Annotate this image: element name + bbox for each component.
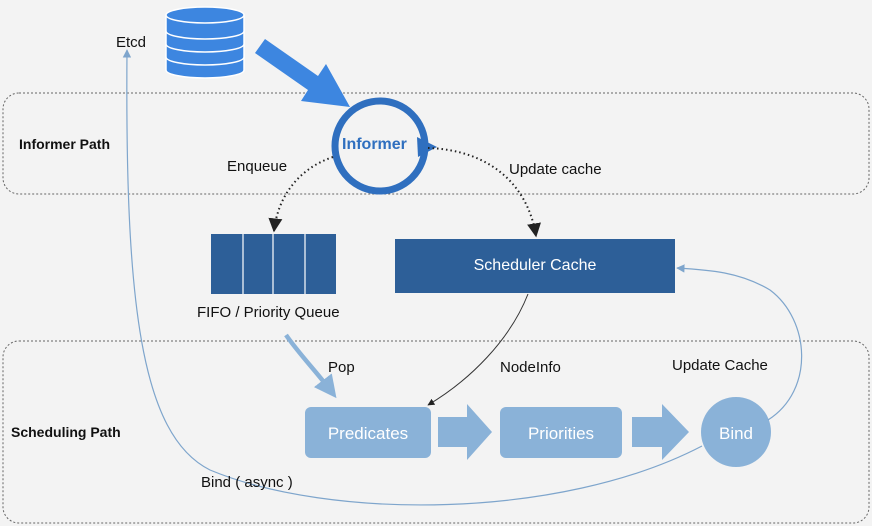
bind-circle: [701, 397, 771, 467]
bind-label: Bind: [718, 424, 754, 443]
pop-label: Pop: [328, 359, 355, 376]
nodeinfo-arrow: [427, 293, 529, 406]
priorities-box: [500, 407, 622, 458]
priorities-label: Priorities: [527, 424, 595, 443]
etcd-database-icon: [165, 6, 245, 79]
predicates-to-priorities-arrow: [438, 404, 492, 460]
priorities-to-bind-arrow: [632, 404, 689, 460]
enqueue-arrow: [268, 156, 334, 233]
update-cache-top-label: Update cache: [509, 161, 602, 178]
scheduling-path-section: [2, 340, 870, 524]
scheduler-cache-box: [395, 239, 675, 293]
queue-label: FIFO / Priority Queue: [197, 304, 340, 321]
update-cache-bottom-label: Update Cache: [672, 357, 768, 374]
bind-to-scheduler-cache-arrow: [676, 264, 803, 421]
nodeinfo-label: NodeInfo: [500, 359, 561, 376]
predicates-box: [305, 407, 431, 458]
informer-path-label: Informer Path: [19, 136, 111, 152]
pop-arrow: [284, 333, 337, 399]
etcd-to-informer-arrow: [255, 39, 350, 107]
scheduler-cache-label: Scheduler Cache: [473, 257, 597, 274]
enqueue-label: Enqueue: [227, 158, 288, 175]
scheduling-path-label: Scheduling Path: [11, 424, 121, 440]
predicates-label: Predicates: [327, 424, 409, 443]
priority-queue: [211, 234, 336, 294]
informer-label: Informer: [342, 136, 407, 153]
bind-async-to-etcd-arrow: [122, 49, 703, 506]
etcd-label: Etcd: [116, 34, 147, 51]
informer-path-section: [2, 92, 870, 195]
bind-async-label: Bind ( async ): [201, 474, 293, 491]
informer-ring-arrowhead: [417, 137, 437, 157]
